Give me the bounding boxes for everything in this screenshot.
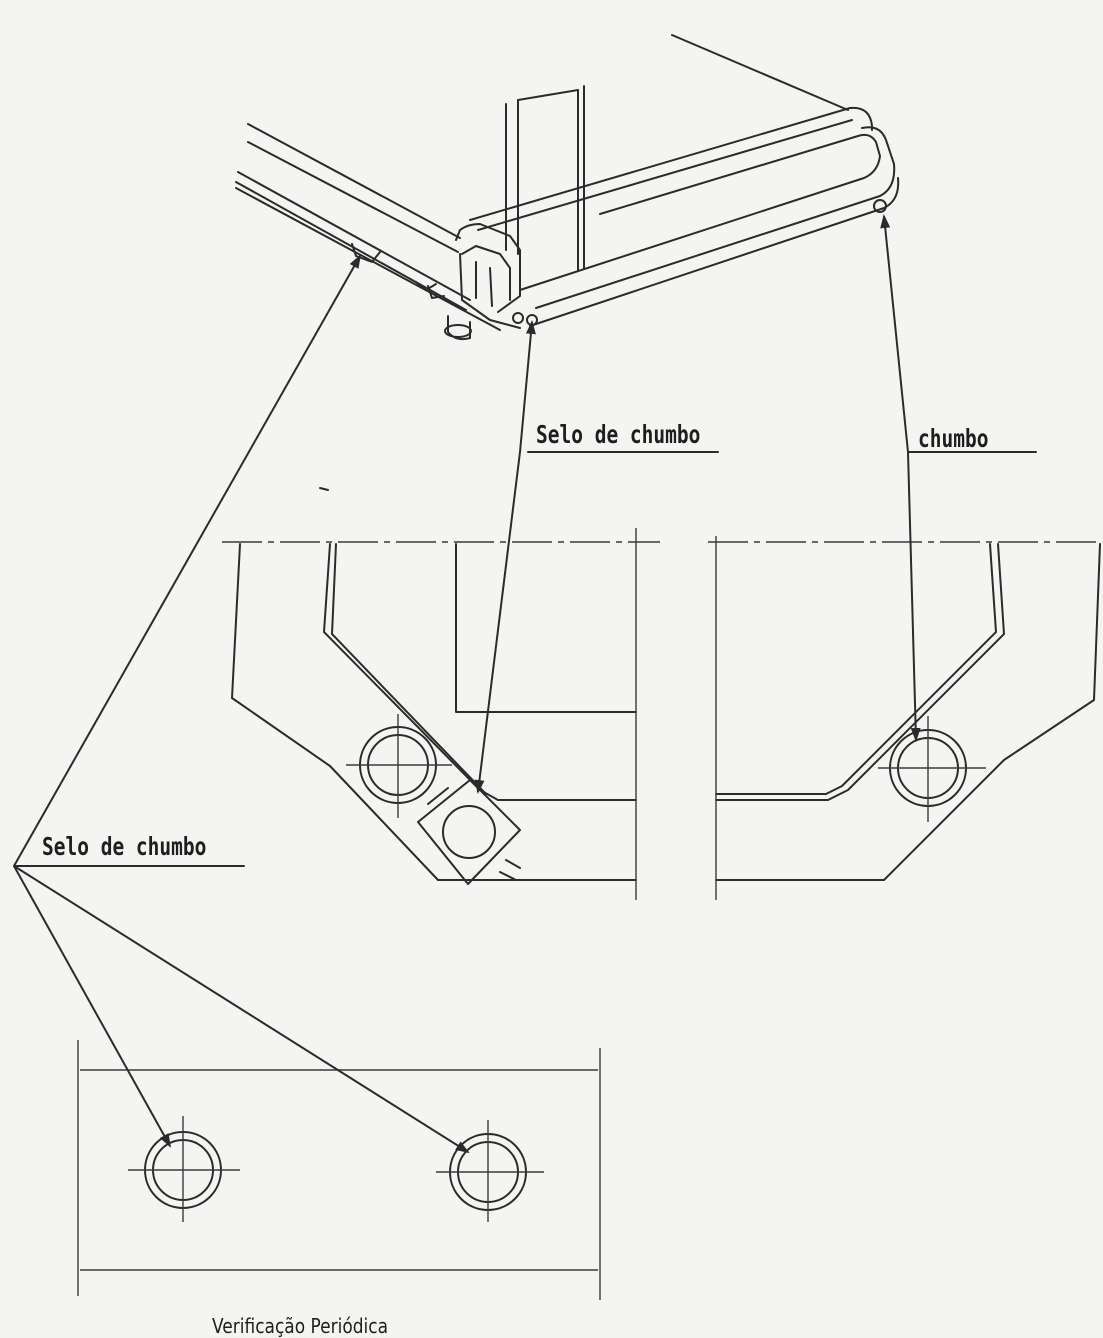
seal-label-center: Selo de chumbo: [536, 420, 701, 449]
cross-section-view: [222, 487, 1101, 900]
seal-label-left: Selo de chumbo: [42, 832, 207, 861]
caption-periodic-verification: Verificação Periódica: [212, 1314, 389, 1338]
leader-lines: [13, 214, 1037, 1154]
seal-label-right: chumbo: [918, 424, 989, 453]
scale-frame-perspective: [235, 34, 900, 341]
verification-plate-view: [77, 1040, 601, 1300]
